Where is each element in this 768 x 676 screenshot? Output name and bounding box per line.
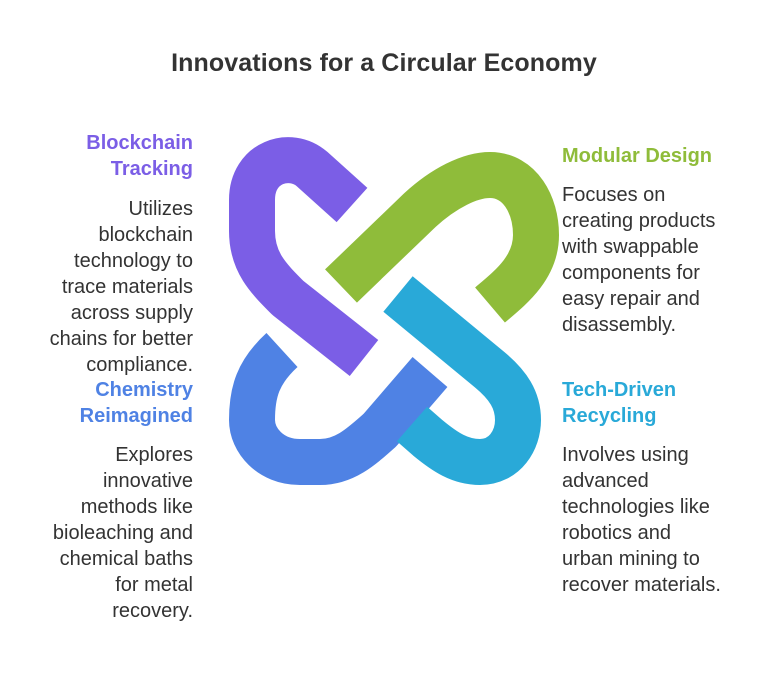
chemistry-reimagined-description-line: innovative	[102, 470, 193, 492]
tech-driven-recycling-description-line: Involves using	[562, 444, 689, 466]
page-title: Innovations for a Circular Economy	[171, 49, 597, 77]
tech-driven-recycling-description-line: technologies like	[562, 496, 710, 518]
green-loop-shape	[325, 152, 559, 323]
blockchain-tracking-description-line: blockchain	[98, 224, 193, 246]
cyan-loop-shape	[383, 276, 541, 485]
tech-driven-recycling-description-line: urban mining to	[562, 548, 700, 570]
blockchain-tracking-description-line: technology to	[74, 250, 193, 272]
modular-design-description-line: components for	[562, 262, 700, 284]
blockchain-tracking-description-line: compliance.	[86, 354, 193, 376]
blockchain-tracking-description-line: trace materials	[61, 276, 193, 298]
modular-design-title: Modular Design	[562, 143, 762, 169]
tech-driven-recycling-title-line: Tech-Driven	[562, 379, 677, 401]
tech-driven-recycling-title-line: Recycling	[562, 405, 657, 427]
chemistry-reimagined-description: Explores innovative methods like bioleachin…	[20, 442, 193, 624]
tech-driven-recycling-description-line: robotics and	[562, 522, 671, 544]
blockchain-tracking-description: Utilizes blockchain technology to trace mat…	[20, 196, 193, 378]
modular-design-description-line: easy repair and	[562, 288, 700, 310]
blockchain-tracking-title-line: Blockchain	[86, 132, 193, 154]
chemistry-reimagined-title-line: Reimagined	[79, 405, 193, 427]
modular-design-description-line: Focuses on	[562, 184, 666, 206]
chemistry-reimagined-description-line: Explores	[115, 444, 193, 466]
blockchain-tracking-description-line: across supply	[70, 302, 193, 324]
modular-design-description-line: disassembly.	[562, 314, 677, 336]
chemistry-reimagined-description-line: chemical baths	[59, 548, 193, 570]
modular-design-description-line: creating products	[562, 210, 716, 232]
chemistry-reimagined-description-line: for metal	[115, 574, 193, 596]
blockchain-tracking-description-line: chains for better	[49, 328, 193, 350]
tech-driven-recycling-description-line: advanced	[562, 470, 649, 492]
blockchain-tracking-title-line: Tracking	[110, 158, 193, 180]
chemistry-reimagined-description-line: bioleaching and	[52, 522, 193, 544]
chemistry-reimagined-title-line: Chemistry	[95, 379, 193, 401]
purple-loop-shape	[229, 137, 379, 377]
chemistry-reimagined-description-line: methods like	[80, 496, 193, 518]
chemistry-reimagined-description-line: recovery.	[112, 600, 193, 622]
modular-design-title-line: Modular Design	[562, 145, 713, 167]
blue-loop-shape	[229, 333, 448, 485]
tech-driven-recycling-description: Involves using advanced technologies like r…	[562, 442, 762, 598]
tech-driven-recycling-description-line: recover materials.	[562, 574, 721, 596]
modular-design-description-line: with swappable	[562, 236, 699, 258]
modular-design-description: Focuses on creating products with swappabl…	[562, 182, 762, 338]
blockchain-tracking-description-line: Utilizes	[128, 198, 193, 220]
